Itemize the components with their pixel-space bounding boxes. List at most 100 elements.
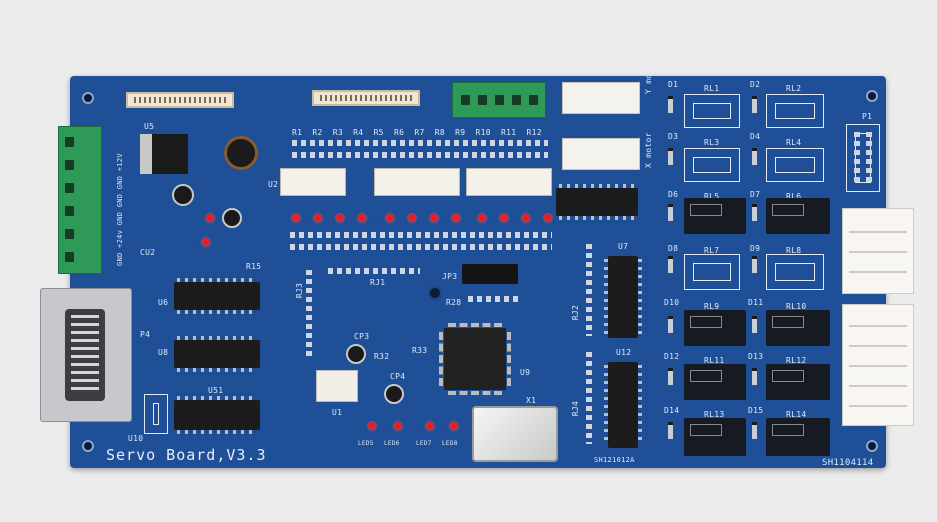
y-motor-label: Y motor <box>644 58 653 94</box>
label-rl14: RL14 <box>786 410 807 419</box>
pcb-board: Y motor X motor GND +24v GND GND GND +12… <box>40 58 914 468</box>
relay-rl8-footprint <box>766 254 824 290</box>
led-7 <box>430 214 438 222</box>
label-d12: D12 <box>664 352 680 361</box>
y-motor-connector <box>562 82 640 114</box>
r8-label: R8 <box>434 128 445 137</box>
mcu-u9 <box>439 323 511 395</box>
label-u12: U12 <box>616 348 632 357</box>
inductor <box>224 136 258 170</box>
label-d13: D13 <box>748 352 764 361</box>
x-motor-connector <box>562 138 640 170</box>
power-terminal-block <box>58 126 102 274</box>
output-connector-top <box>842 208 914 294</box>
smd-row-under-leds <box>290 232 552 238</box>
via-hole <box>428 286 442 300</box>
optocoupler-3 <box>466 168 552 196</box>
diode-d15 <box>752 422 757 439</box>
label-r33: R33 <box>412 346 428 355</box>
led-4 <box>358 214 366 222</box>
header-rj2 <box>586 244 592 336</box>
smd-row-under-leds-2 <box>290 244 552 250</box>
diode-d7 <box>752 204 757 221</box>
led-13 <box>206 214 214 222</box>
label-u51: U51 <box>208 386 224 395</box>
ribbon-connector-2 <box>312 90 420 106</box>
header-rj1 <box>328 268 420 274</box>
label-r28: R28 <box>446 298 462 307</box>
header-jp3 <box>462 264 518 284</box>
label-rl6: RL6 <box>786 192 802 201</box>
diode-d9 <box>752 256 757 273</box>
capacitor-cp3 <box>346 344 366 364</box>
r5-label: R5 <box>373 128 384 137</box>
label-x1: X1 <box>526 396 537 405</box>
terminal-block-top <box>452 82 546 118</box>
led-11 <box>522 214 530 222</box>
mounting-hole-br <box>866 440 878 452</box>
header-p1-pins-a <box>854 132 860 184</box>
resistor-pads-top <box>292 140 548 146</box>
db9-connector <box>40 288 132 422</box>
ic-u5-dip <box>556 184 638 220</box>
r3-label: R3 <box>332 128 344 137</box>
label-rl13: RL13 <box>704 410 725 419</box>
label-rj1: RJ1 <box>370 278 386 287</box>
ribbon-connector-1 <box>126 92 234 108</box>
led-6 <box>408 214 416 222</box>
relay-rl4-footprint <box>766 148 824 182</box>
relay-rl1-footprint <box>684 94 740 128</box>
label-rl8: RL8 <box>786 246 802 255</box>
led-8 <box>452 214 460 222</box>
header-p1-pins-b <box>866 132 872 184</box>
relay-rl10 <box>766 310 830 346</box>
label-led5: LED5 <box>358 440 374 447</box>
relay-rl7-footprint <box>684 254 740 290</box>
relay-rl12 <box>766 364 830 400</box>
diode-d3 <box>668 148 673 165</box>
label-d9: D9 <box>750 244 761 253</box>
relay-rl11 <box>684 364 746 400</box>
mounting-hole-tr <box>866 90 878 102</box>
diode-d1 <box>668 96 673 113</box>
capacitor-cp4 <box>384 384 404 404</box>
relay-rl3-footprint <box>684 148 740 182</box>
r1-label: R1 <box>292 128 303 137</box>
resistor-pads-top-2 <box>292 152 548 158</box>
label-d3: D3 <box>668 132 679 141</box>
r9-label: R9 <box>455 128 466 137</box>
relay-rl5 <box>684 198 746 234</box>
relay-rl2-footprint <box>766 94 824 128</box>
label-cu2: CU2 <box>140 248 156 257</box>
diode-d11 <box>752 316 757 333</box>
header-rj3 <box>306 270 312 360</box>
label-rl12: RL12 <box>786 356 807 365</box>
ic-u8 <box>174 336 260 372</box>
label-led7: LED7 <box>416 440 432 447</box>
diode-d12 <box>668 368 673 385</box>
label-u9: U9 <box>520 368 531 377</box>
label-d4: D4 <box>750 132 761 141</box>
status-led-5 <box>368 422 376 430</box>
header-rj4 <box>586 352 592 444</box>
label-d10: D10 <box>664 298 680 307</box>
diode-d10 <box>668 316 673 333</box>
label-led8: LED8 <box>442 440 458 447</box>
label-u6: U6 <box>158 298 169 307</box>
r6-label: R6 <box>393 128 405 137</box>
label-rl5: RL5 <box>704 192 720 201</box>
label-d6: D6 <box>668 190 679 199</box>
mounting-hole-tl <box>82 92 94 104</box>
optocoupler-1 <box>280 168 346 196</box>
r7-label: R7 <box>414 128 425 137</box>
ic-u12 <box>604 362 642 448</box>
label-rj4: RJ4 <box>571 400 581 417</box>
mounting-hole-bl <box>82 440 94 452</box>
label-rl11: RL11 <box>704 356 725 365</box>
crystal-oscillator-x1 <box>472 406 558 462</box>
label-d15: D15 <box>748 406 764 415</box>
resistor-labels-top: R1 R2 R3 R4 R5 R6 R7 R8 R9 R10 R11 R12 <box>292 128 542 137</box>
voltage-regulator <box>140 134 188 174</box>
relay-rl6 <box>766 198 830 234</box>
label-d2: D2 <box>750 80 761 89</box>
